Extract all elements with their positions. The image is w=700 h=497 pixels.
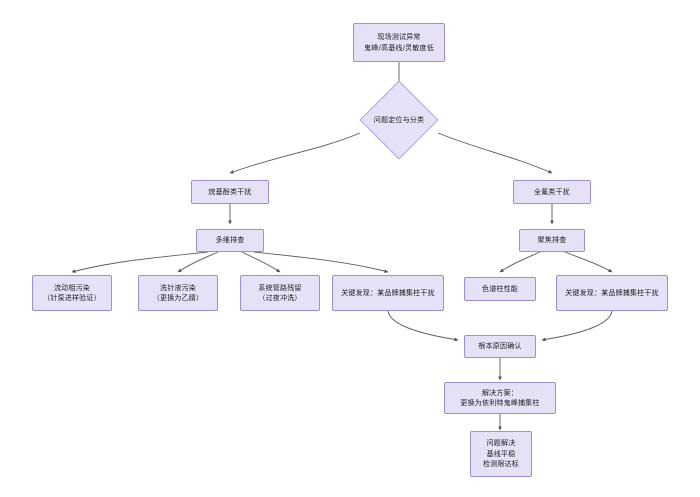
edge-focused-to-column-perf: [499, 251, 541, 273]
node-root-cause-confirmation-label: 根本原因确认: [478, 342, 522, 351]
node-alkylphenol-interference-label: 烷基酚类干扰: [208, 187, 252, 196]
node-key-finding-trap-column-right[interactable]: 关键发现：某品牌捕集柱干扰: [556, 275, 668, 311]
node-problem-localization-classification-label: 问题定位与分类: [373, 116, 425, 124]
node-chromatography-column-performance-label: 色谱柱性能: [482, 284, 518, 293]
edge-multidim-to-mobile-phase: [71, 251, 209, 273]
node-root-cause-confirmation[interactable]: 根本原因确认: [464, 335, 536, 358]
edge-focused-to-key-finding-right: [564, 251, 613, 273]
node-chromatography-column-performance[interactable]: 色谱柱性能: [464, 277, 536, 301]
node-field-test-abnormal-label: 现场测试异常 鬼峰/高基线/灵敏度低: [364, 33, 434, 52]
edge-key-finding-left-to-root-cause: [387, 310, 459, 342]
node-pfas-interference[interactable]: 全氟类干扰: [513, 180, 591, 204]
node-focused-investigation-label: 聚焦排查: [537, 236, 567, 245]
node-problem-resolved[interactable]: 问题解决 基线平稳 检测限达标: [470, 431, 532, 477]
node-solution-replace-trap-column-label: 解决方案： 更换为依利特鬼峰捕集柱: [460, 388, 540, 408]
node-alkylphenol-interference[interactable]: 烷基酚类干扰: [191, 180, 269, 204]
edge-classify-to-alkylphenol: [229, 132, 361, 174]
edge-key-finding-right-to-root-cause: [541, 310, 613, 342]
node-key-finding-trap-column-left[interactable]: 关键发现：某品牌捕集柱干扰: [332, 275, 444, 311]
node-focused-investigation[interactable]: 聚焦排查: [519, 229, 585, 252]
node-multidimensional-investigation-label: 多维排查: [215, 236, 245, 245]
edge-multidim-to-tubing: [241, 251, 281, 273]
edge-multidim-to-wash-liquid: [177, 251, 219, 273]
node-mobile-phase-contamination-label: 流动相污染 （针泵进样验证）: [43, 283, 101, 303]
node-key-finding-trap-column-left-label: 关键发现：某品牌捕集柱干扰: [341, 288, 435, 297]
edge-multidim-to-key-finding-left: [253, 251, 389, 273]
node-problem-resolved-label: 问题解决 基线平稳 检测限达标: [483, 439, 519, 469]
node-pfas-interference-label: 全氟类干扰: [534, 187, 570, 196]
node-solution-replace-trap-column[interactable]: 解决方案： 更换为依利特鬼峰捕集柱: [444, 382, 556, 414]
node-mobile-phase-contamination[interactable]: 流动相污染 （针泵进样验证）: [32, 275, 112, 311]
node-needle-wash-contamination-label: 洗针液污染 （更换为乙腈）: [152, 283, 204, 303]
node-multidimensional-investigation[interactable]: 多维排查: [196, 229, 264, 252]
node-field-test-abnormal[interactable]: 现场测试异常 鬼峰/高基线/灵敏度低: [353, 23, 445, 62]
node-needle-wash-contamination[interactable]: 洗针液污染 （更换为乙腈）: [138, 275, 218, 311]
node-system-tubing-residue-label: 系统管路残留 （过夜冲洗）: [258, 283, 302, 303]
node-key-finding-trap-column-right-label: 关键发现：某品牌捕集柱干扰: [565, 288, 659, 297]
edge-classify-to-pfas: [437, 132, 553, 174]
node-system-tubing-residue[interactable]: 系统管路残留 （过夜冲洗）: [240, 275, 320, 311]
